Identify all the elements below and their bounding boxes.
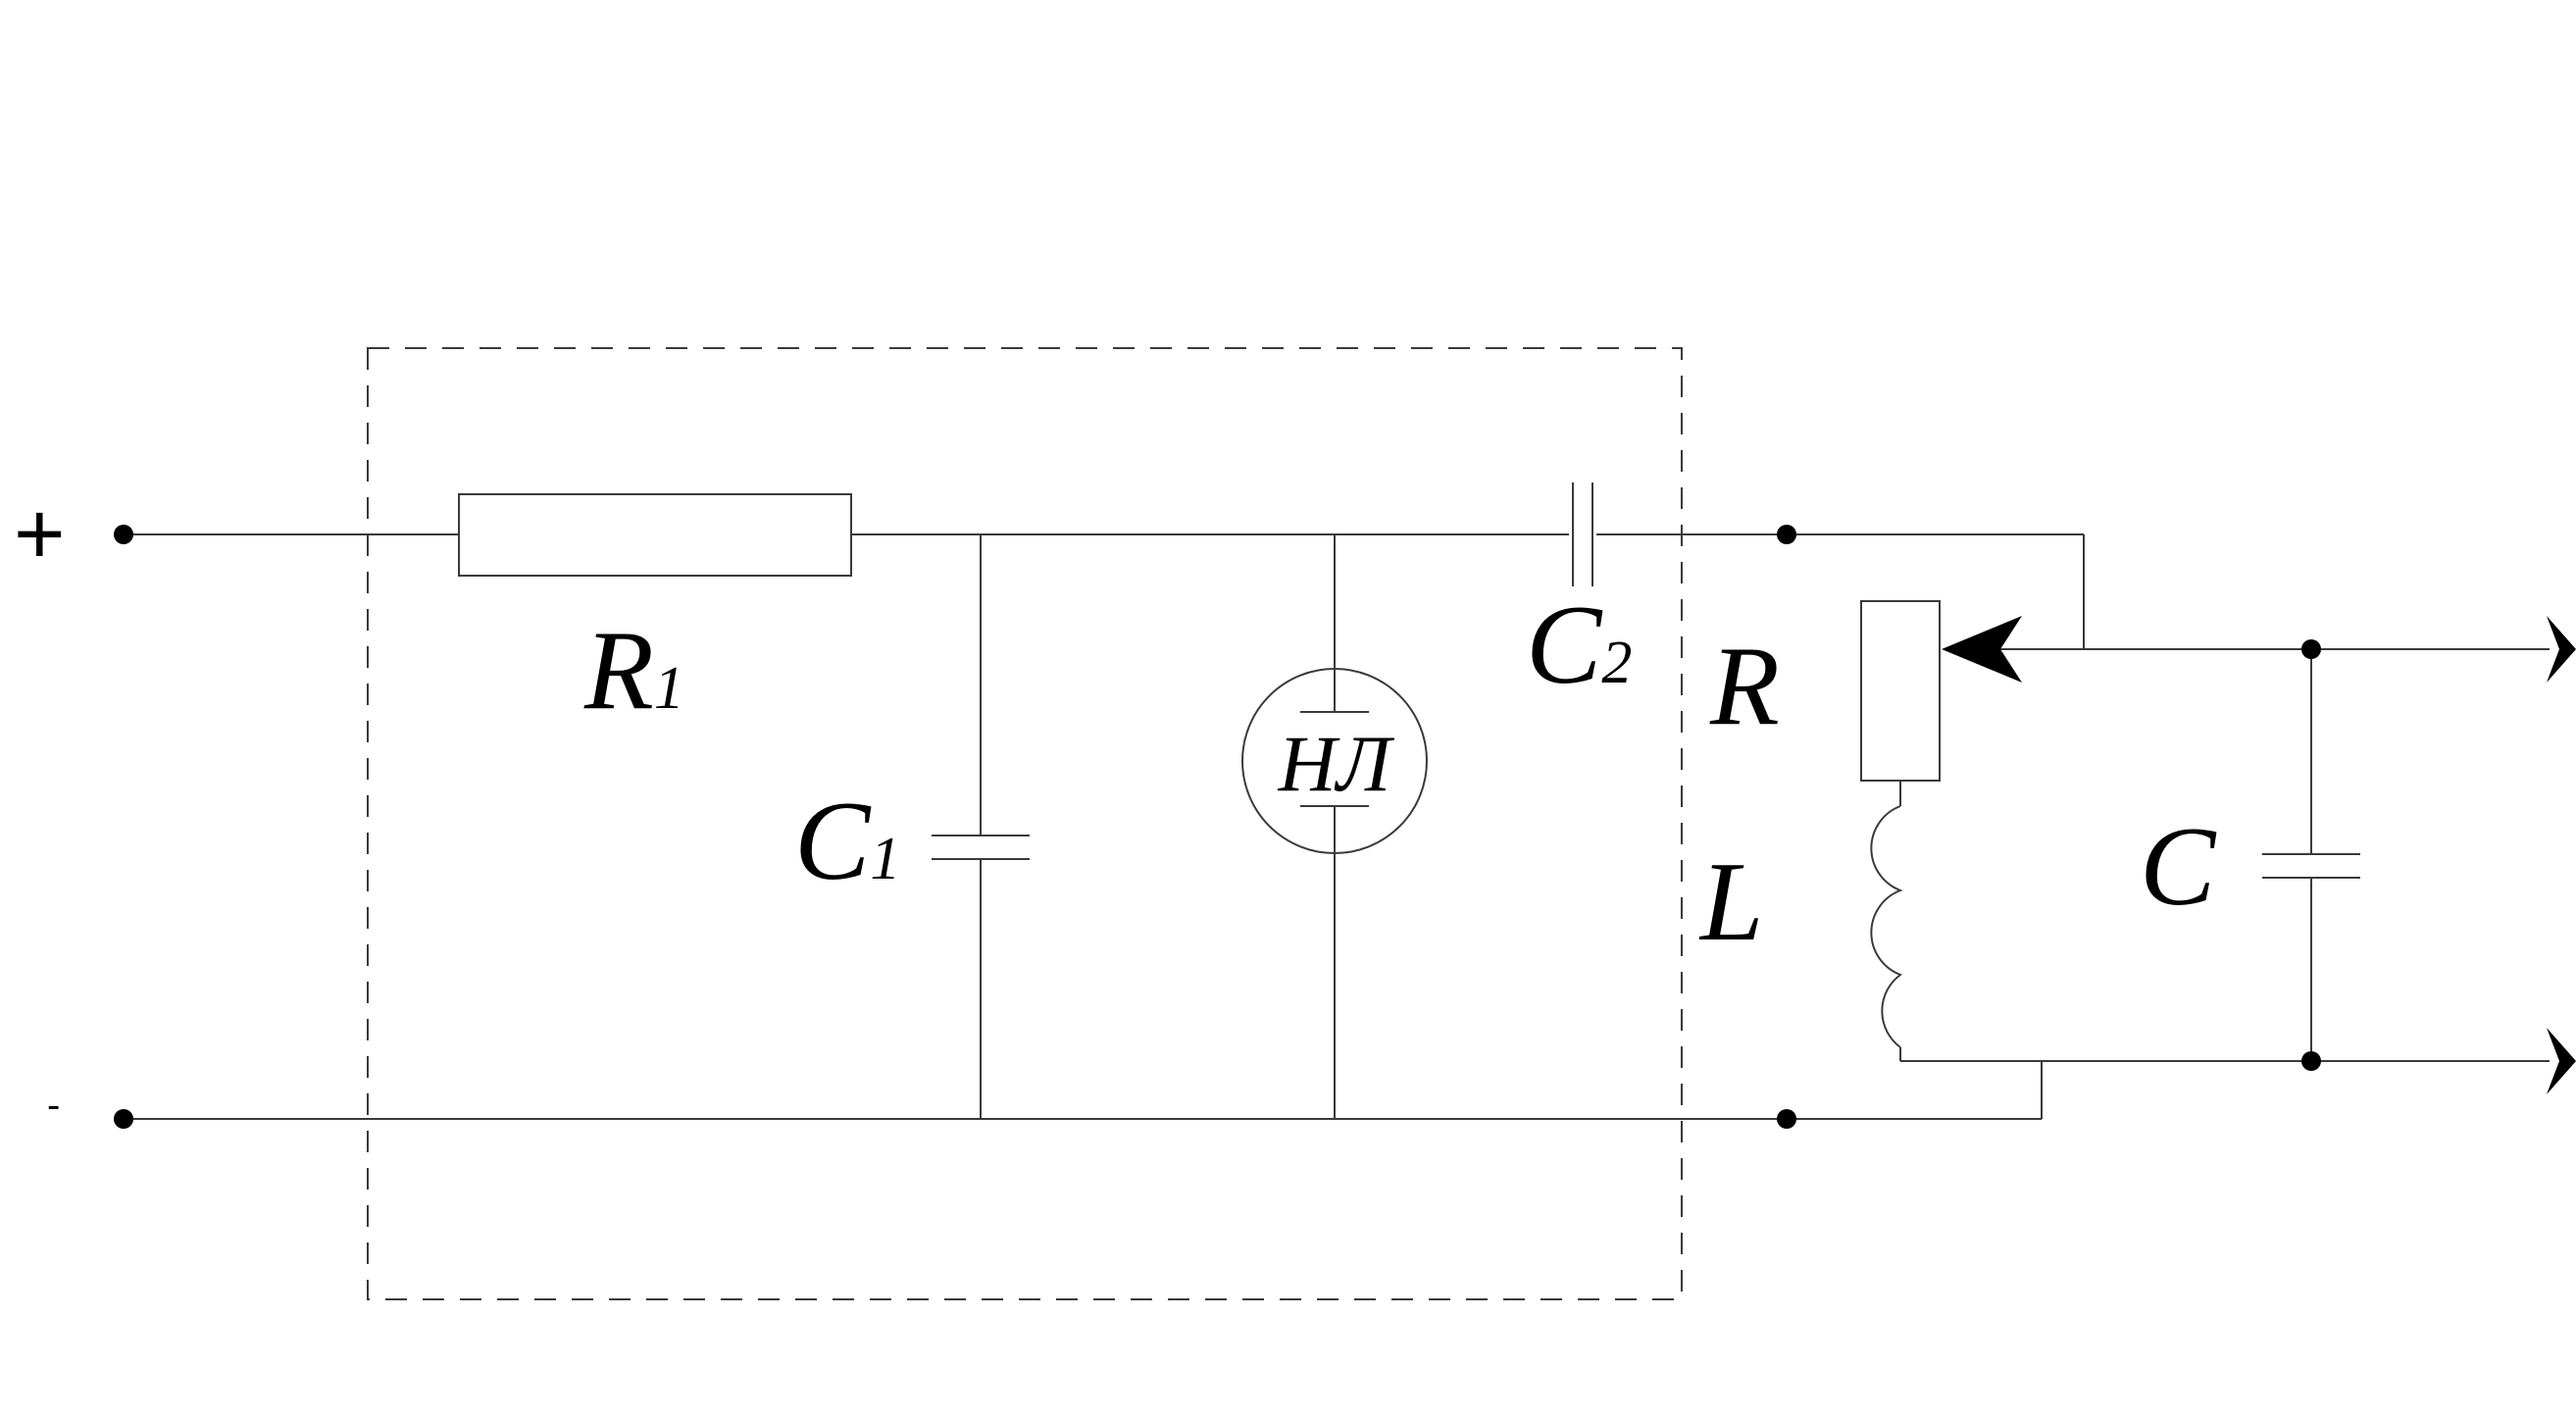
label-r1: R1 bbox=[583, 608, 684, 734]
label-r: R bbox=[1709, 624, 1780, 749]
plus-sign: + bbox=[14, 485, 66, 583]
inductor-l bbox=[1870, 805, 1903, 1048]
label-c2-main: C bbox=[1526, 583, 1603, 708]
junction-c-top-dot bbox=[2301, 639, 2321, 659]
output-arrow-lower bbox=[2547, 1028, 2576, 1094]
label-c2-subscript: 2 bbox=[1601, 630, 1632, 696]
label-c1: C1 bbox=[794, 779, 900, 904]
output-arrow-upper bbox=[2547, 616, 2576, 683]
label-c2: C2 bbox=[1526, 583, 1632, 708]
junction-bottom-output-dot bbox=[1777, 1109, 1796, 1129]
dashed-enclosure bbox=[367, 347, 1683, 1300]
resistor-r bbox=[1860, 600, 1941, 782]
junction-c-bottom-dot bbox=[2301, 1051, 2321, 1071]
junction-top-output-dot bbox=[1777, 525, 1796, 544]
label-neon-lamp: НЛ bbox=[1278, 719, 1395, 808]
label-c1-main: C bbox=[794, 779, 872, 904]
resistor-r1 bbox=[458, 493, 852, 577]
terminal-minus-dot bbox=[114, 1109, 133, 1129]
wiper-arrowhead bbox=[1942, 616, 2022, 683]
terminal-plus-dot bbox=[114, 525, 133, 544]
minus-sign: - bbox=[47, 1084, 60, 1127]
label-l: L bbox=[1698, 839, 1764, 965]
label-c1-subscript: 1 bbox=[870, 826, 900, 892]
label-c: C bbox=[2140, 804, 2217, 930]
label-r1-subscript: 1 bbox=[654, 655, 684, 722]
label-r1-main: R bbox=[583, 608, 654, 734]
